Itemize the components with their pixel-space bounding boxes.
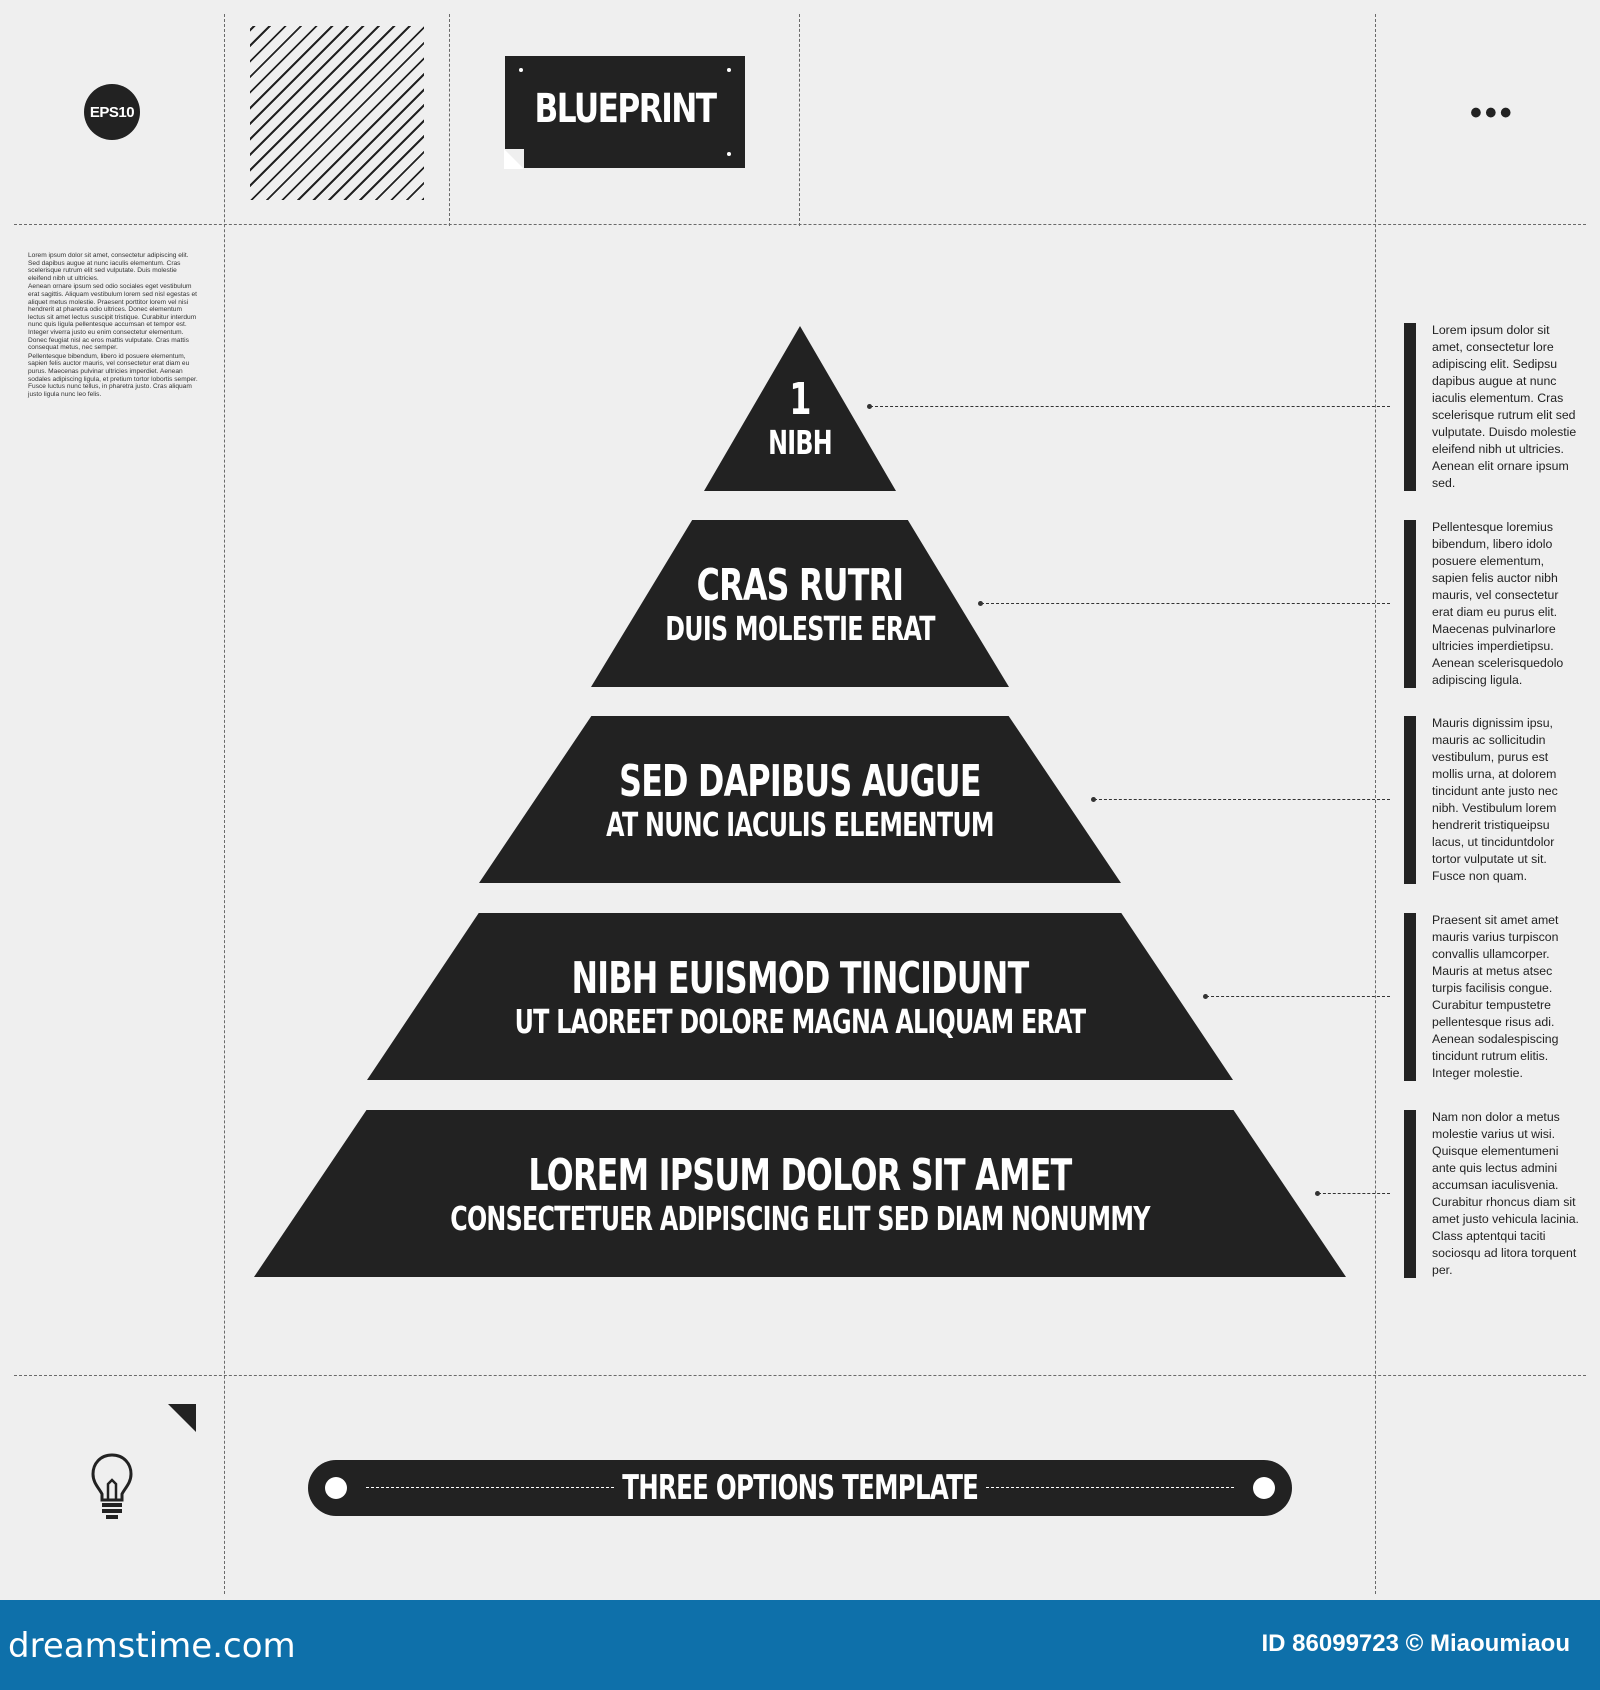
- logo-dot: [727, 68, 731, 72]
- side-text-block: Lorem ipsum dolor sit amet, consectetur …: [28, 252, 200, 399]
- pyramid-tier-3: SED DAPIBUS AUGUE AT NUNC IACULIS ELEMEN…: [479, 716, 1121, 883]
- eps-badge-label: EPS10: [89, 103, 135, 121]
- tier-subtitle: AT NUNC IACULIS ELEMENTUM: [606, 805, 994, 844]
- note-2: Pellentesque loremius bibendum, libero i…: [1432, 520, 1564, 687]
- frame-line-h1: [14, 224, 1586, 225]
- leader-line-1: [867, 404, 1390, 409]
- tier-title: SED DAPIBUS AUGUE: [619, 756, 981, 807]
- note-bar-5: [1404, 1110, 1416, 1278]
- leader-line-2: [978, 601, 1390, 606]
- corner-triangle-icon: [168, 1404, 196, 1432]
- side-paragraph: Lorem ipsum dolor sit amet, consectetur …: [28, 252, 189, 282]
- frame-line-v1: [224, 14, 225, 1594]
- tier-subtitle: CONSECTETUER ADIPISCING ELIT SED DIAM NO…: [450, 1199, 1150, 1238]
- page-curl-icon: [504, 149, 524, 169]
- note-bar-4: [1404, 913, 1416, 1081]
- note-bar-3: [1404, 716, 1416, 884]
- footer-brand[interactable]: dreamstime.com: [8, 1626, 296, 1666]
- frame-line-v2: [449, 14, 450, 226]
- logo-text: BLUEPRINT: [534, 86, 717, 132]
- eps-badge: EPS10: [84, 84, 140, 140]
- tier-subtitle: DUIS MOLESTIE ERAT: [665, 609, 935, 648]
- tier-subtitle: UT LAOREET DOLORE MAGNA ALIQUAM ERAT: [514, 1002, 1087, 1041]
- pyramid-tier-5: LOREM IPSUM DOLOR SIT AMET CONSECTETUER …: [254, 1110, 1346, 1277]
- tier-3-text: SED DAPIBUS AUGUE AT NUNC IACULIS ELEMEN…: [479, 758, 1121, 844]
- tier-1-text: 1 NIBH: [704, 376, 896, 462]
- leader-line-3: [1091, 797, 1390, 802]
- side-paragraph: Aenean ornare ipsum sed odio sociales eg…: [28, 283, 197, 352]
- lightbulb-icon: [90, 1452, 134, 1527]
- tier-title: CRAS RUTRI: [696, 560, 904, 611]
- hatch-pattern: [250, 26, 424, 200]
- frame-line-v3: [799, 14, 800, 226]
- note-3: Mauris dignissim ipsu, mauris ac sollici…: [1432, 716, 1558, 883]
- banner-circle-left: [325, 1477, 347, 1499]
- note-5: Nam non dolor a metus molestie varius ut…: [1432, 1110, 1579, 1277]
- tier-title: LOREM IPSUM DOLOR SIT AMET: [528, 1150, 1072, 1201]
- note-4: Praesent sit amet amet mauris varius tur…: [1432, 913, 1559, 1080]
- footer-bar: dreamstime.com ID 86099723 © Miaoumiaou: [0, 1600, 1600, 1690]
- side-paragraph: Pellentesque bibendum, libero id posuere…: [28, 352, 198, 398]
- template-banner: THREE OPTIONS TEMPLATE: [308, 1460, 1292, 1516]
- tier-subtitle: NIBH: [768, 423, 833, 462]
- pyramid-tier-2: CRAS RUTRI DUIS MOLESTIE ERAT: [591, 520, 1009, 687]
- banner-circle-right: [1253, 1477, 1275, 1499]
- note-1: Lorem ipsum dolor sit amet, consectetur …: [1432, 323, 1577, 490]
- frame-line-v4: [1375, 14, 1376, 1594]
- pyramid-tier-4: NIBH EUISMOD TINCIDUNT UT LAOREET DOLORE…: [367, 913, 1233, 1080]
- more-dots-icon[interactable]: •••: [1470, 94, 1515, 132]
- note-bar-1: [1404, 323, 1416, 491]
- tier-5-text: LOREM IPSUM DOLOR SIT AMET CONSECTETUER …: [254, 1152, 1346, 1238]
- frame-line-h2: [14, 1375, 1586, 1376]
- tier-title: NIBH EUISMOD TINCIDUNT: [571, 953, 1030, 1004]
- tier-2-text: CRAS RUTRI DUIS MOLESTIE ERAT: [591, 562, 1009, 648]
- tier-4-text: NIBH EUISMOD TINCIDUNT UT LAOREET DOLORE…: [367, 955, 1233, 1041]
- leader-line-4: [1203, 994, 1390, 999]
- banner-text: THREE OPTIONS TEMPLATE: [614, 1470, 986, 1506]
- footer-image-id: ID 86099723 © Miaoumiaou: [1261, 1630, 1570, 1657]
- logo-dot: [519, 68, 523, 72]
- tier-title: 1: [789, 374, 811, 425]
- leader-line-5: [1315, 1191, 1390, 1196]
- blueprint-logo: BLUEPRINT: [504, 56, 745, 169]
- logo-dot: [727, 152, 731, 156]
- note-bar-2: [1404, 520, 1416, 688]
- banner-label: THREE OPTIONS TEMPLATE: [308, 1470, 1292, 1506]
